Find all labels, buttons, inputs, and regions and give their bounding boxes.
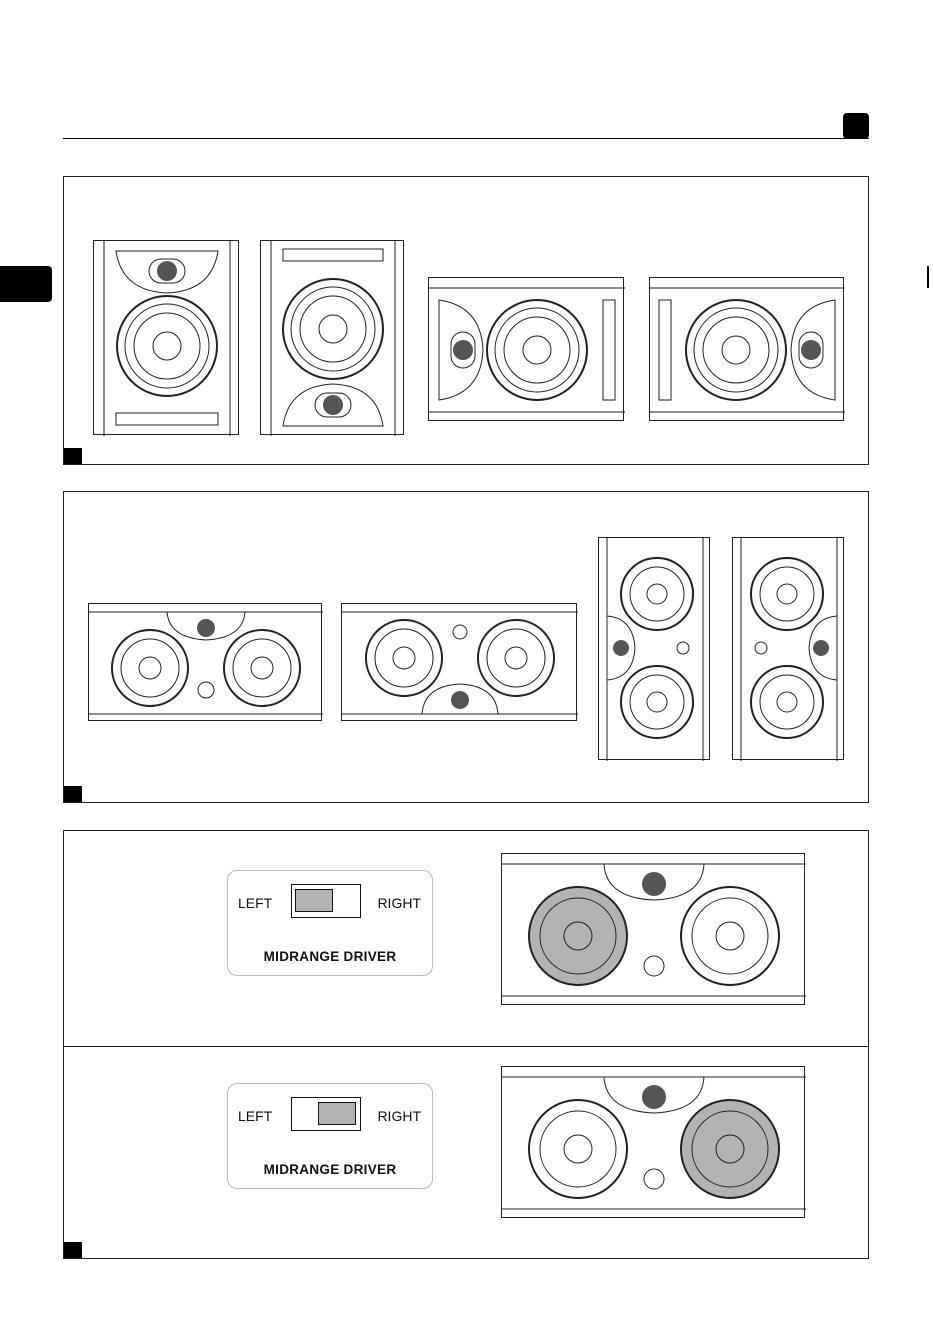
switch-left-label: LEFT bbox=[238, 1108, 272, 1124]
switch-right-label: RIGHT bbox=[377, 895, 421, 911]
speaker-vertical-mtm-left bbox=[598, 537, 710, 760]
speaker-vertical-mtm-right bbox=[732, 537, 844, 760]
speaker-drawing bbox=[502, 854, 806, 1006]
figure-3-panel: LEFT RIGHT MIDRANGE DRIVER LEFT RIGHT MI… bbox=[63, 830, 869, 1259]
page-number-badge bbox=[843, 113, 869, 139]
switch-left-label: LEFT bbox=[238, 895, 272, 911]
speaker-left-driver-highlighted bbox=[501, 853, 805, 1005]
speaker-center-tweeter-top bbox=[88, 603, 322, 721]
figure-2-tag bbox=[64, 786, 82, 802]
speaker-drawing bbox=[429, 278, 625, 422]
midrange-switch-top: LEFT RIGHT MIDRANGE DRIVER bbox=[227, 870, 433, 976]
header-rule bbox=[63, 138, 869, 139]
speaker-drawing bbox=[650, 278, 845, 422]
midrange-switch-bottom: LEFT RIGHT MIDRANGE DRIVER bbox=[227, 1083, 433, 1189]
switch-track[interactable] bbox=[291, 884, 361, 918]
speaker-right-driver-highlighted bbox=[501, 1066, 805, 1218]
speaker-horizontal-tweeter-right bbox=[649, 277, 844, 421]
figure-3-tag bbox=[64, 1242, 82, 1258]
speaker-drawing bbox=[599, 538, 711, 761]
speaker-horizontal-tweeter-left bbox=[428, 277, 624, 421]
speaker-drawing bbox=[502, 1067, 806, 1219]
speaker-drawing bbox=[342, 604, 578, 722]
speaker-vertical-tweeter-bottom bbox=[260, 240, 404, 435]
speaker-drawing bbox=[89, 604, 323, 722]
switch-title: MIDRANGE DRIVER bbox=[228, 1162, 432, 1177]
speaker-vertical-tweeter-top bbox=[93, 240, 239, 435]
switch-knob-right[interactable] bbox=[318, 1102, 356, 1125]
speaker-drawing bbox=[261, 241, 405, 436]
figure-1-tag bbox=[64, 448, 82, 464]
figure-2-panel bbox=[63, 491, 869, 803]
switch-track[interactable] bbox=[291, 1097, 361, 1131]
figure-3-divider bbox=[64, 1046, 868, 1047]
margin-mark bbox=[927, 266, 929, 288]
speaker-drawing bbox=[94, 241, 240, 436]
chapter-tab bbox=[0, 266, 52, 302]
switch-right-label: RIGHT bbox=[377, 1108, 421, 1124]
switch-title: MIDRANGE DRIVER bbox=[228, 949, 432, 964]
speaker-drawing bbox=[733, 538, 845, 761]
speaker-center-tweeter-bottom bbox=[341, 603, 577, 721]
switch-knob-left[interactable] bbox=[295, 889, 333, 912]
figure-1-panel bbox=[63, 176, 869, 465]
